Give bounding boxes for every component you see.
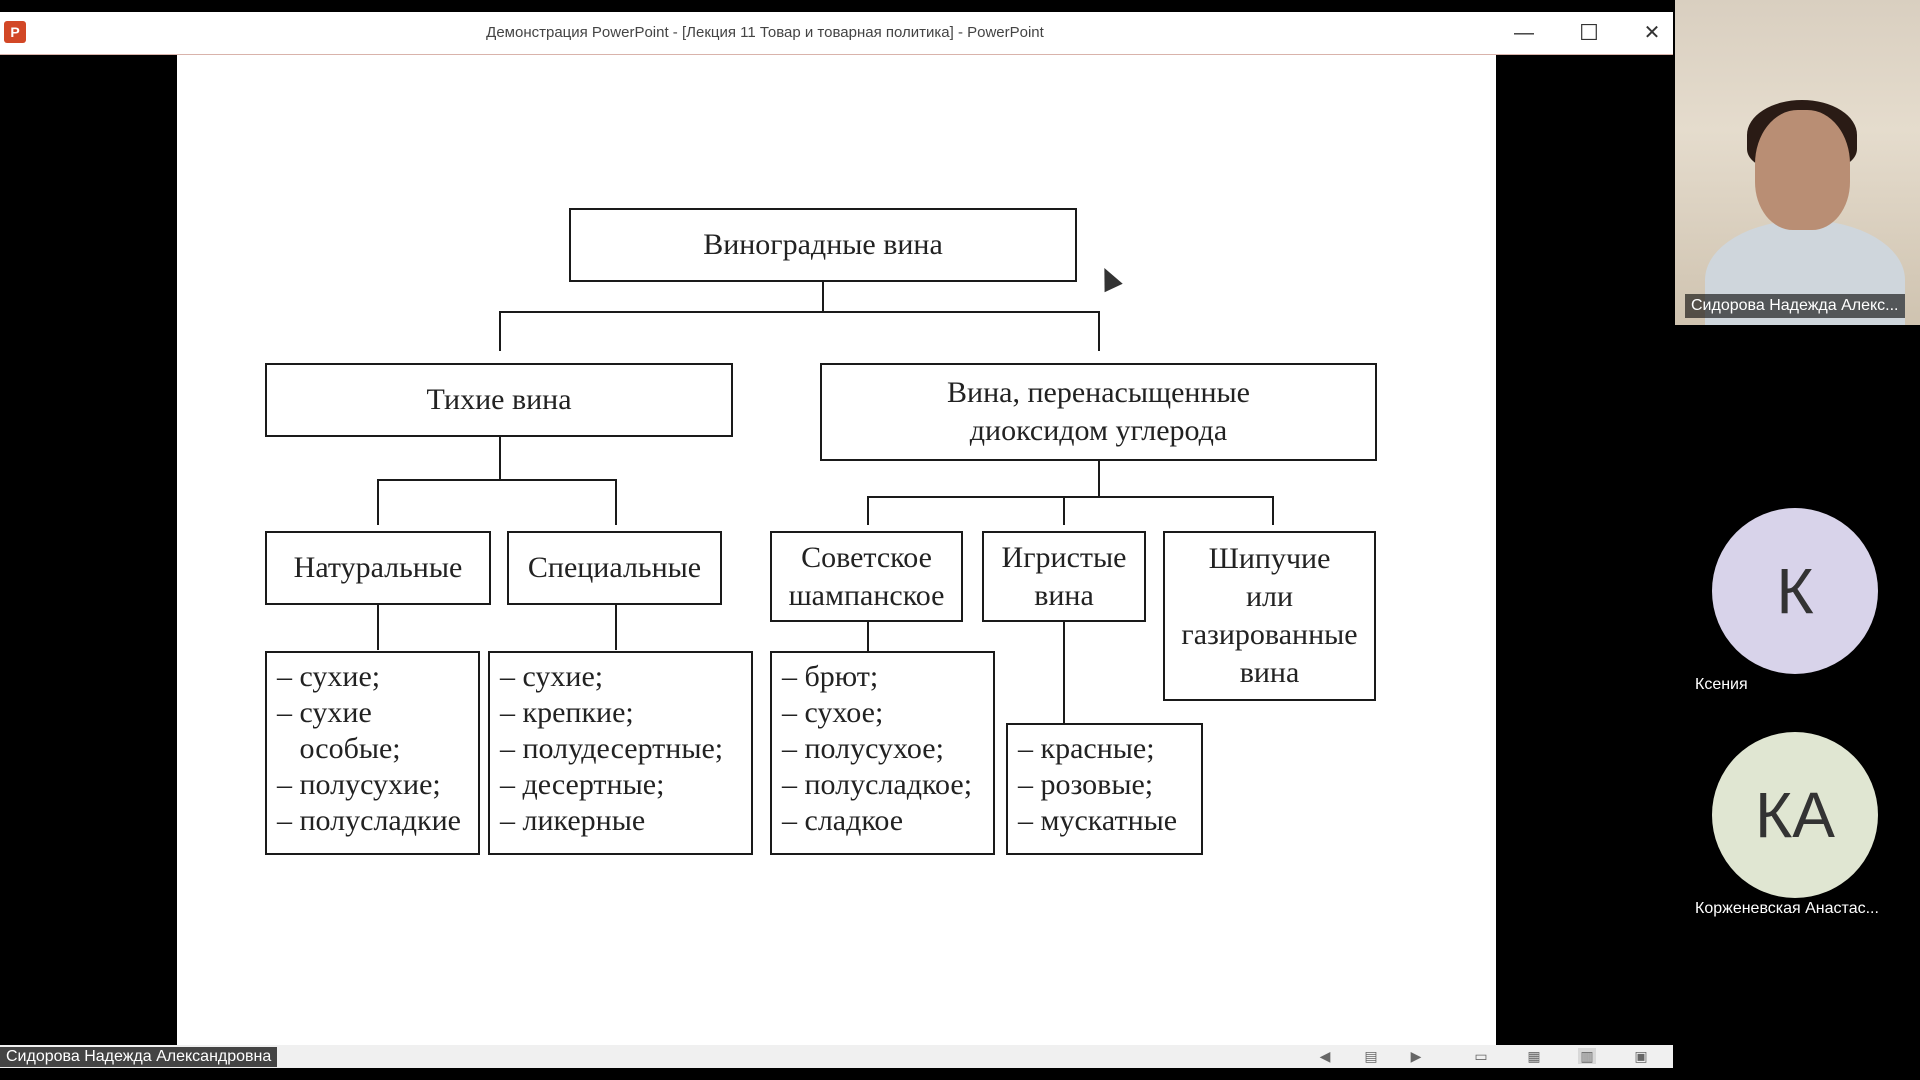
node-root: Виноградные вина [569, 208, 1077, 282]
connector [499, 311, 1100, 313]
connector [867, 496, 869, 525]
list-soviet: – брют; – сухое; – полусухое; – полуслад… [770, 651, 995, 855]
list-item: – розовые; [1018, 768, 1154, 801]
top-strip [0, 0, 1920, 12]
connector [822, 266, 824, 312]
participant-avatar[interactable]: КА [1712, 732, 1878, 898]
list-item: – сладкое [782, 804, 904, 837]
list-item: – полусухие; [277, 768, 441, 801]
avatar-initials: КА [1755, 779, 1835, 851]
list-item: – ликерные [500, 804, 646, 837]
connector [499, 311, 501, 351]
connector [867, 496, 1274, 498]
list-item: – мускатные [1018, 804, 1178, 837]
reading-view-icon[interactable]: ▥ [1578, 1048, 1596, 1064]
minimize-button[interactable]: — [1514, 22, 1534, 44]
list-item: – сухие; [500, 660, 604, 693]
speaker-name: Сидорова Надежда Алекс... [1685, 294, 1905, 318]
avatar-initials: К [1776, 555, 1814, 627]
slide-sorter-icon[interactable]: ▦ [1527, 1048, 1541, 1064]
list-item: – десертные; [500, 768, 665, 801]
next-slide-icon[interactable]: ▶ [1410, 1048, 1422, 1064]
notes-icon[interactable]: ▤ [1364, 1048, 1378, 1064]
connector [499, 437, 501, 480]
connector [867, 621, 869, 651]
connector [377, 479, 379, 525]
list-item: – полудесертные; [500, 732, 724, 765]
list-item: – полусухое; [782, 732, 944, 765]
participant-avatar[interactable]: К [1712, 508, 1878, 674]
connector [1098, 311, 1100, 351]
presenter-name-label: Сидорова Надежда Александровна [0, 1047, 278, 1067]
previous-slide-icon[interactable]: ◀ [1319, 1048, 1331, 1064]
mouse-cursor-icon [1095, 263, 1123, 293]
close-button[interactable]: ✕ [1643, 22, 1661, 44]
list-item: – сухие [277, 696, 372, 729]
speaker-video[interactable]: Сидорова Надежда Алекс... [1675, 0, 1920, 325]
slideshow-icon[interactable]: ▣ [1634, 1048, 1648, 1064]
list-item: – сухое; [782, 696, 884, 729]
list-item: – полусладкие [277, 804, 461, 837]
list-item: – красные; [1018, 732, 1155, 765]
slide-area: Виноградные вина Тихие вина Вина, перена… [0, 55, 1673, 1045]
node-special: Специальные [507, 531, 722, 605]
participant-name: Ксения [1695, 676, 1748, 693]
powerpoint-app-icon: P [4, 21, 26, 43]
list-igristye: – красные; – розовые; – мускатные [1006, 723, 1203, 855]
list-special: – сухие; – крепкие; – полудесертные; – д… [488, 651, 753, 855]
list-item: – сухие; [277, 660, 381, 693]
normal-view-icon[interactable]: ▭ [1474, 1048, 1488, 1064]
connector [1098, 461, 1100, 497]
node-still-wines: Тихие вина [265, 363, 733, 437]
connector [1063, 496, 1065, 525]
list-item: особые; [277, 732, 401, 765]
participant-name: Корженевская Анастас... [1695, 900, 1879, 917]
connector [377, 479, 617, 481]
status-bar: Сидорова Надежда Александровна ◀ ▤ ▶ ▭ ▦… [0, 1045, 1673, 1068]
powerpoint-window: P Демонстрация PowerPoint - [Лекция 11 Т… [0, 12, 1673, 1068]
connector [1063, 621, 1065, 723]
title-bar: P Демонстрация PowerPoint - [Лекция 11 Т… [0, 12, 1673, 55]
node-soviet-champagne: Советское шампанское [770, 531, 963, 622]
connector [615, 479, 617, 525]
window-title: Демонстрация PowerPoint - [Лекция 11 Тов… [486, 24, 1044, 41]
list-natural: – сухие; – сухие особые; – полусухие; – … [265, 651, 480, 855]
list-item: – полусладкое; [782, 768, 973, 801]
node-natural: Натуральные [265, 531, 491, 605]
connector [377, 604, 379, 650]
slide[interactable]: Виноградные вина Тихие вина Вина, перена… [177, 55, 1496, 1045]
list-item: – брют; [782, 660, 879, 693]
connector [615, 604, 617, 650]
node-igristye: Игристые вина [982, 531, 1146, 622]
connector [1272, 496, 1274, 525]
node-sparkling-wines: Вина, перенасыщенные диоксидом углерода [820, 363, 1377, 461]
maximize-button[interactable]: ☐ [1579, 20, 1599, 45]
list-item: – крепкие; [500, 696, 634, 729]
speaker-head [1755, 110, 1850, 230]
node-shipuchie: Шипучие или газированные вина [1163, 531, 1376, 701]
